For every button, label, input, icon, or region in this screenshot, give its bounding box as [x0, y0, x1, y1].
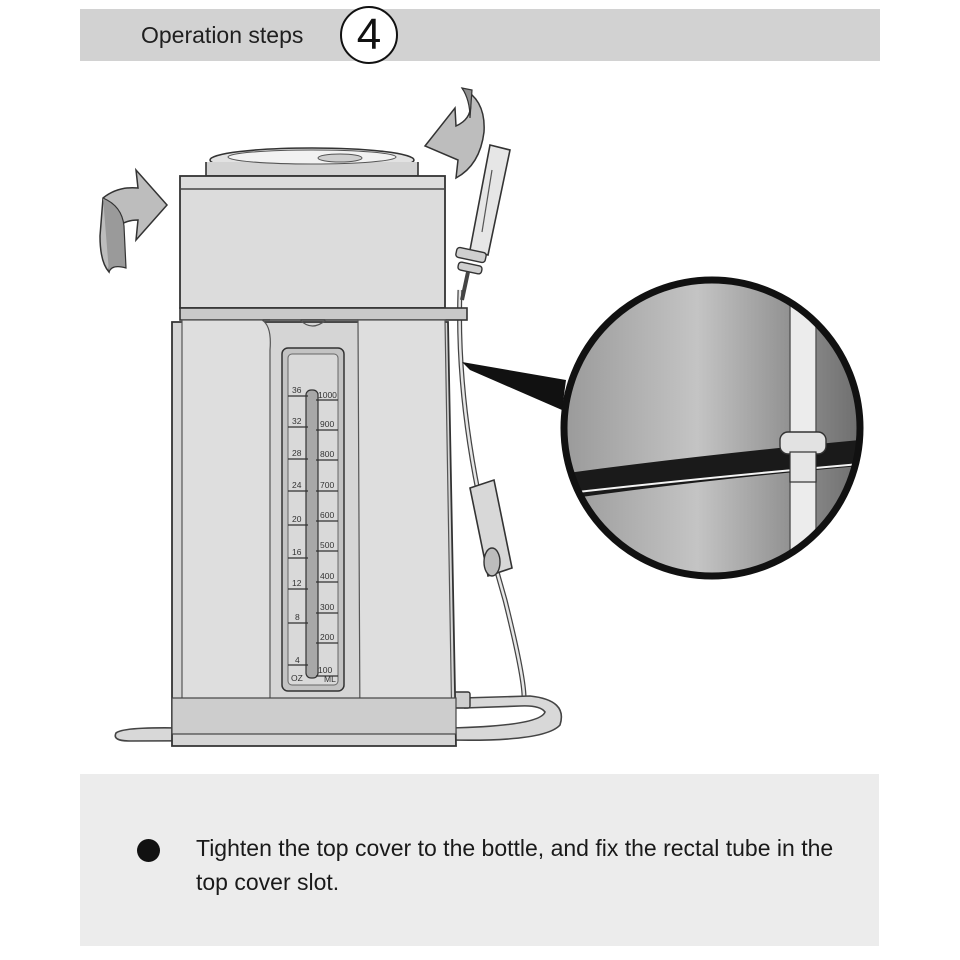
- bottle-body: [171, 319, 457, 747]
- ml-mark-1000: 1000: [318, 390, 337, 400]
- ml-mark-500: 500: [320, 540, 334, 550]
- magnifier-pointer: [462, 362, 566, 410]
- header-title: Operation steps: [141, 22, 304, 48]
- bottle-top-cover: [179, 147, 468, 321]
- oz-mark-28: 28: [292, 448, 302, 458]
- rotate-arrow-left-icon: [99, 167, 169, 274]
- ml-mark-400: 400: [320, 571, 334, 581]
- rotate-arrow-right-icon: [423, 87, 485, 180]
- gauge-scale: [288, 395, 338, 677]
- ml-mark-200: 200: [320, 632, 334, 642]
- roller-clamp: [469, 478, 513, 578]
- step-number-badge: 4: [340, 6, 398, 64]
- gauge-labels: 36 1000 32 900 28 800 24 700 20 600 16 5…: [291, 385, 337, 684]
- bullet-icon: [137, 839, 160, 862]
- oz-mark-24: 24: [292, 480, 302, 490]
- ml-mark-100: 100: [318, 665, 332, 675]
- oz-mark-16: 16: [292, 547, 302, 557]
- oz-mark-20: 20: [292, 514, 302, 524]
- oz-mark-12: 12: [292, 578, 302, 588]
- magnified-detail: [560, 276, 864, 580]
- oz-unit-label: OZ: [291, 673, 303, 683]
- ml-mark-800: 800: [320, 449, 334, 459]
- ml-mark-600: 600: [320, 510, 334, 520]
- ml-mark-700: 700: [320, 480, 334, 490]
- instruction-text: Tighten the top cover to the bottle, and…: [196, 835, 834, 895]
- header-bar: [80, 9, 880, 61]
- ml-mark-900: 900: [320, 419, 334, 429]
- oz-mark-8: 8: [295, 612, 300, 622]
- instruction-panel: [80, 774, 879, 946]
- ml-mark-300: 300: [320, 602, 334, 612]
- tube-nozzle: [455, 144, 511, 301]
- oz-mark-36: 36: [292, 385, 302, 395]
- oz-mark-4: 4: [295, 655, 300, 665]
- ml-unit-label: ML: [324, 674, 336, 684]
- oz-mark-32: 32: [292, 416, 302, 426]
